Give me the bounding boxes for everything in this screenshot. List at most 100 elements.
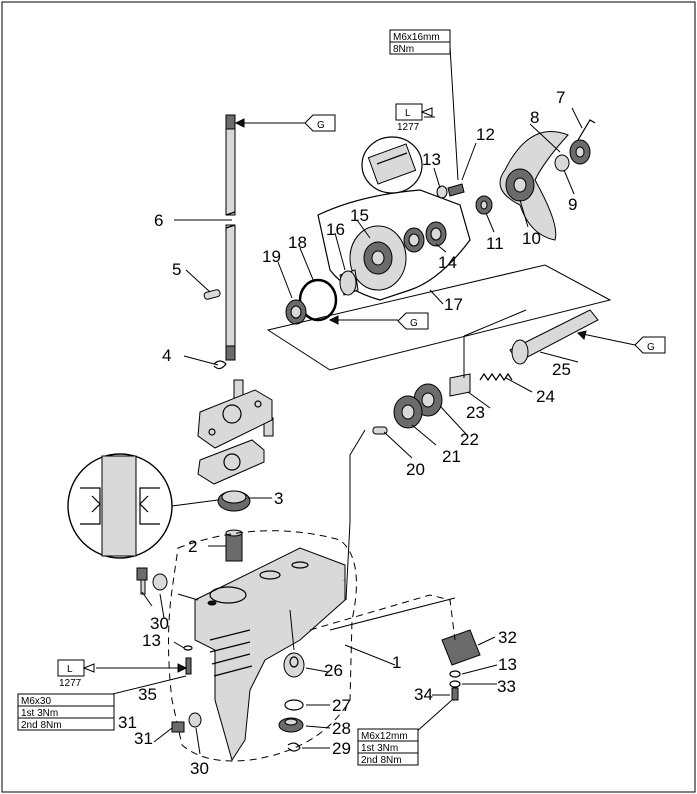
bearing-21 bbox=[393, 395, 423, 429]
dog-clutch bbox=[413, 373, 471, 417]
leader-lines bbox=[71, 46, 636, 755]
washer-30-lower bbox=[188, 712, 202, 728]
callout-number: 19 bbox=[262, 247, 281, 266]
circlip bbox=[213, 360, 227, 370]
grease-tag-letter: G bbox=[317, 120, 325, 131]
pin bbox=[203, 289, 221, 300]
thrust-washer bbox=[475, 195, 493, 215]
callout-number: 31 bbox=[134, 729, 153, 748]
callout-number: 13 bbox=[142, 631, 161, 650]
pump-gasket bbox=[197, 439, 265, 485]
bolt-34 bbox=[451, 687, 459, 701]
grease-tag-letter: G bbox=[410, 318, 418, 329]
torque-spec-line: M6x30 bbox=[21, 696, 51, 707]
torque-spec-line: 2nd 8Nm bbox=[21, 720, 62, 731]
bolt-35 bbox=[183, 645, 193, 675]
part-callouts: 1234567891011121314151617181920212223242… bbox=[118, 88, 577, 778]
grease-tag: G bbox=[397, 312, 429, 330]
pinion-gear bbox=[278, 717, 304, 733]
impeller-detail-view bbox=[67, 453, 219, 559]
drive-shaft bbox=[225, 114, 236, 361]
callout-number: 14 bbox=[438, 253, 457, 272]
callout-number: 16 bbox=[326, 220, 345, 239]
o-ring bbox=[298, 278, 338, 322]
oil-seals bbox=[403, 221, 447, 253]
seal-washer bbox=[285, 299, 307, 325]
callout-number: 26 bbox=[324, 661, 343, 680]
callout-number: 3 bbox=[274, 489, 283, 508]
callout-number: 21 bbox=[442, 447, 461, 466]
callout-number: 10 bbox=[522, 229, 541, 248]
loctite-letter: L bbox=[67, 664, 73, 675]
washer-27 bbox=[284, 699, 304, 711]
callout-number: 24 bbox=[536, 387, 555, 406]
cover-plate bbox=[441, 629, 481, 666]
washer-33 bbox=[449, 680, 461, 688]
washer-13b bbox=[449, 670, 461, 678]
gearcase-cap bbox=[317, 189, 471, 301]
callout-number: 32 bbox=[498, 628, 517, 647]
callout-number: 12 bbox=[476, 125, 495, 144]
assembly-outline bbox=[266, 264, 612, 371]
callout-number: 27 bbox=[332, 696, 351, 715]
callout-number: 1 bbox=[392, 653, 401, 672]
callout-number: 29 bbox=[332, 739, 351, 758]
loctite-letter: L bbox=[405, 108, 411, 119]
callout-number: 13 bbox=[498, 655, 517, 674]
callout-number: 8 bbox=[530, 108, 539, 127]
callout-number: 23 bbox=[466, 403, 485, 422]
callout-number: 20 bbox=[406, 460, 425, 479]
callout-number: 30 bbox=[190, 759, 209, 778]
callout-number: 25 bbox=[552, 360, 571, 379]
grease-tag: G bbox=[304, 114, 336, 132]
callout-number: 9 bbox=[568, 195, 577, 214]
callout-number: 7 bbox=[556, 88, 565, 107]
torque-spec-line: 8Nm bbox=[393, 44, 414, 55]
callout-number: 34 bbox=[414, 685, 433, 704]
lower-casing bbox=[194, 547, 346, 762]
callout-number: 35 bbox=[138, 685, 157, 704]
torque-spec-line: 1st 3Nm bbox=[361, 743, 398, 754]
loctite-tag: L 1277 bbox=[395, 103, 433, 133]
spring bbox=[479, 372, 513, 382]
callout-number: 31 bbox=[118, 713, 137, 732]
washer-30-upper bbox=[152, 573, 168, 591]
callout-number: 28 bbox=[332, 719, 351, 738]
pin-20 bbox=[372, 426, 388, 435]
casing-outline bbox=[168, 530, 357, 762]
callout-number: 18 bbox=[288, 233, 307, 252]
torque-spec-line: M6x12mm bbox=[361, 731, 408, 742]
grease-tag-letter: G bbox=[647, 342, 655, 353]
bolt-12 bbox=[436, 183, 465, 199]
impeller bbox=[217, 490, 251, 512]
propeller-shaft bbox=[509, 309, 599, 365]
washer-9 bbox=[554, 154, 570, 172]
torque-spec-line: 2nd 8Nm bbox=[361, 755, 402, 766]
callout-number: 22 bbox=[460, 430, 479, 449]
bushing-26 bbox=[283, 652, 305, 678]
callout-number: 6 bbox=[154, 211, 163, 230]
pump-plate bbox=[197, 389, 273, 449]
loctite-code: 1277 bbox=[397, 122, 420, 133]
circlip-29 bbox=[287, 742, 301, 752]
callout-number: 4 bbox=[162, 346, 171, 365]
callout-number: 33 bbox=[497, 677, 516, 696]
torque-spec-line: 1st 3Nm bbox=[21, 708, 58, 719]
propeller bbox=[499, 131, 569, 241]
bearing-detail-view bbox=[361, 136, 423, 194]
callout-number: 13 bbox=[422, 150, 441, 169]
callout-number: 5 bbox=[172, 260, 181, 279]
bolt-31-lower bbox=[171, 721, 185, 733]
callout-number: 30 bbox=[150, 614, 169, 633]
bolt-31-upper bbox=[136, 567, 148, 595]
callout-number: 17 bbox=[444, 295, 463, 314]
bushing bbox=[339, 269, 359, 296]
